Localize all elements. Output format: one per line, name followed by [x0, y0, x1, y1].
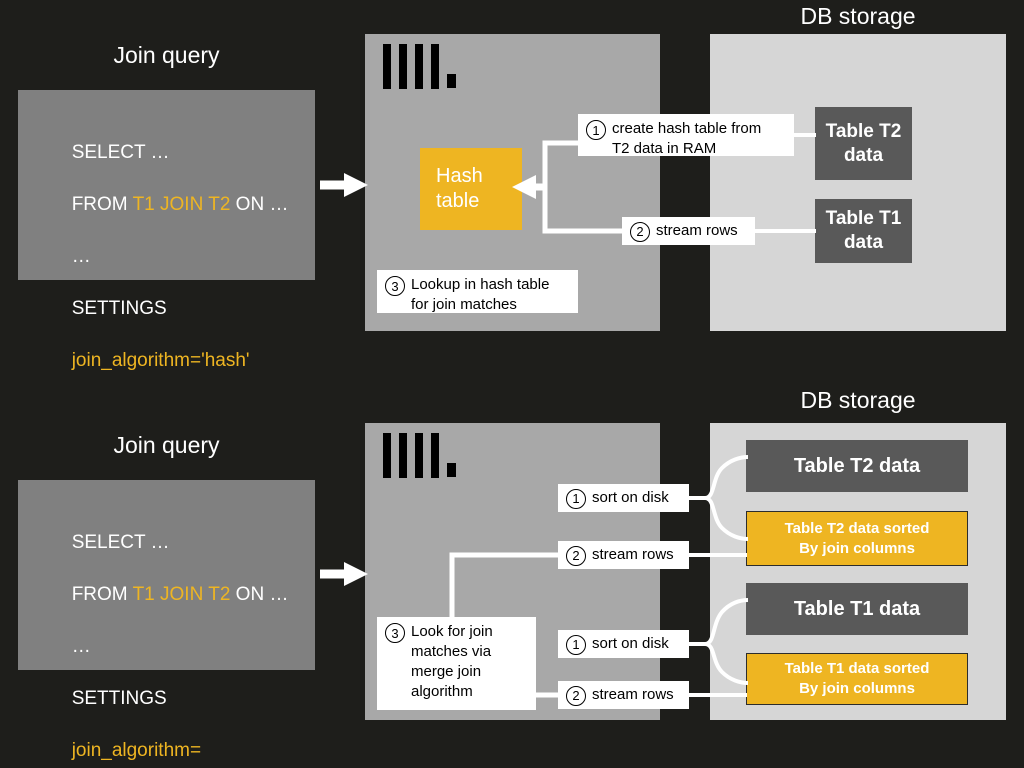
table-t2-data-box-bottom: Table T2 data — [746, 440, 968, 492]
callout-text: stream rows — [592, 546, 674, 563]
callout-number: 2 — [566, 545, 586, 566]
table-t2-sorted-box: Table T2 data sorted By join columns — [746, 511, 968, 566]
callout-text: create hash table from T2 data in RAM — [612, 120, 762, 157]
table-t1-sorted-box: Table T1 data sorted By join columns — [746, 653, 968, 705]
join-query-heading-bottom: Join query — [113, 432, 220, 458]
callout-text: stream rows — [656, 222, 738, 239]
hash-table-box: Hash table — [420, 148, 522, 230]
callout-sort-on-disk-t2: 1 sort on disk — [558, 484, 689, 512]
callout-create-hash-table: 1 create hash table from T2 data in RAM — [578, 114, 794, 157]
join-query-box-top: SELECT … FROM T1 JOIN T2 ON … … SETTINGS… — [18, 90, 315, 371]
join-query-box-bottom: SELECT … FROM T1 JOIN T2 ON … … SETTINGS… — [18, 480, 315, 761]
callout-stream-rows-t1: 2 stream rows — [558, 681, 689, 709]
table-t1-data-box-top: Table T1 data — [815, 199, 912, 263]
callout-merge-join-lookup: 3 Look for join matches via merge join a… — [377, 617, 536, 710]
arrow-query-to-server-bottom — [320, 562, 368, 586]
clickhouse-logo-bottom — [383, 433, 463, 478]
callout-number: 2 — [630, 221, 650, 242]
db-storage-heading-top: DB storage — [800, 3, 916, 29]
callout-number: 3 — [385, 276, 405, 296]
table-t2-data-box-top: Table T2 data — [815, 107, 912, 180]
callout-stream-rows-top: 2 stream rows — [622, 217, 755, 245]
callout-number: 1 — [586, 120, 606, 140]
callout-text: sort on disk — [592, 635, 669, 652]
callout-text: Lookup in hash table for join matches — [411, 276, 550, 313]
callout-text: Look for join matches via merge join alg… — [411, 623, 493, 700]
table-t1-data-box-bottom: Table T1 data — [746, 583, 968, 635]
callout-number: 1 — [566, 634, 586, 655]
callout-lookup-hash-table: 3 Lookup in hash table for join matches — [377, 270, 578, 313]
clickhouse-logo-top — [383, 44, 463, 89]
callout-sort-on-disk-t1: 1 sort on disk — [558, 630, 689, 658]
callout-number: 1 — [566, 488, 586, 509]
query-sql-bottom: SELECT … FROM T1 JOIN T2 ON … … SETTINGS… — [71, 532, 289, 761]
db-storage-panel-top — [710, 34, 1006, 331]
db-storage-heading-bottom: DB storage — [800, 387, 916, 413]
arrow-query-to-server-top — [320, 173, 368, 197]
callout-number: 2 — [566, 685, 586, 706]
callout-text: sort on disk — [592, 489, 669, 506]
callout-text: stream rows — [592, 686, 674, 703]
query-sql-top: SELECT … FROM T1 JOIN T2 ON … … SETTINGS… — [71, 142, 289, 371]
callout-number: 3 — [385, 623, 405, 643]
join-query-heading-top: Join query — [113, 42, 220, 68]
callout-stream-rows-t2: 2 stream rows — [558, 541, 689, 569]
